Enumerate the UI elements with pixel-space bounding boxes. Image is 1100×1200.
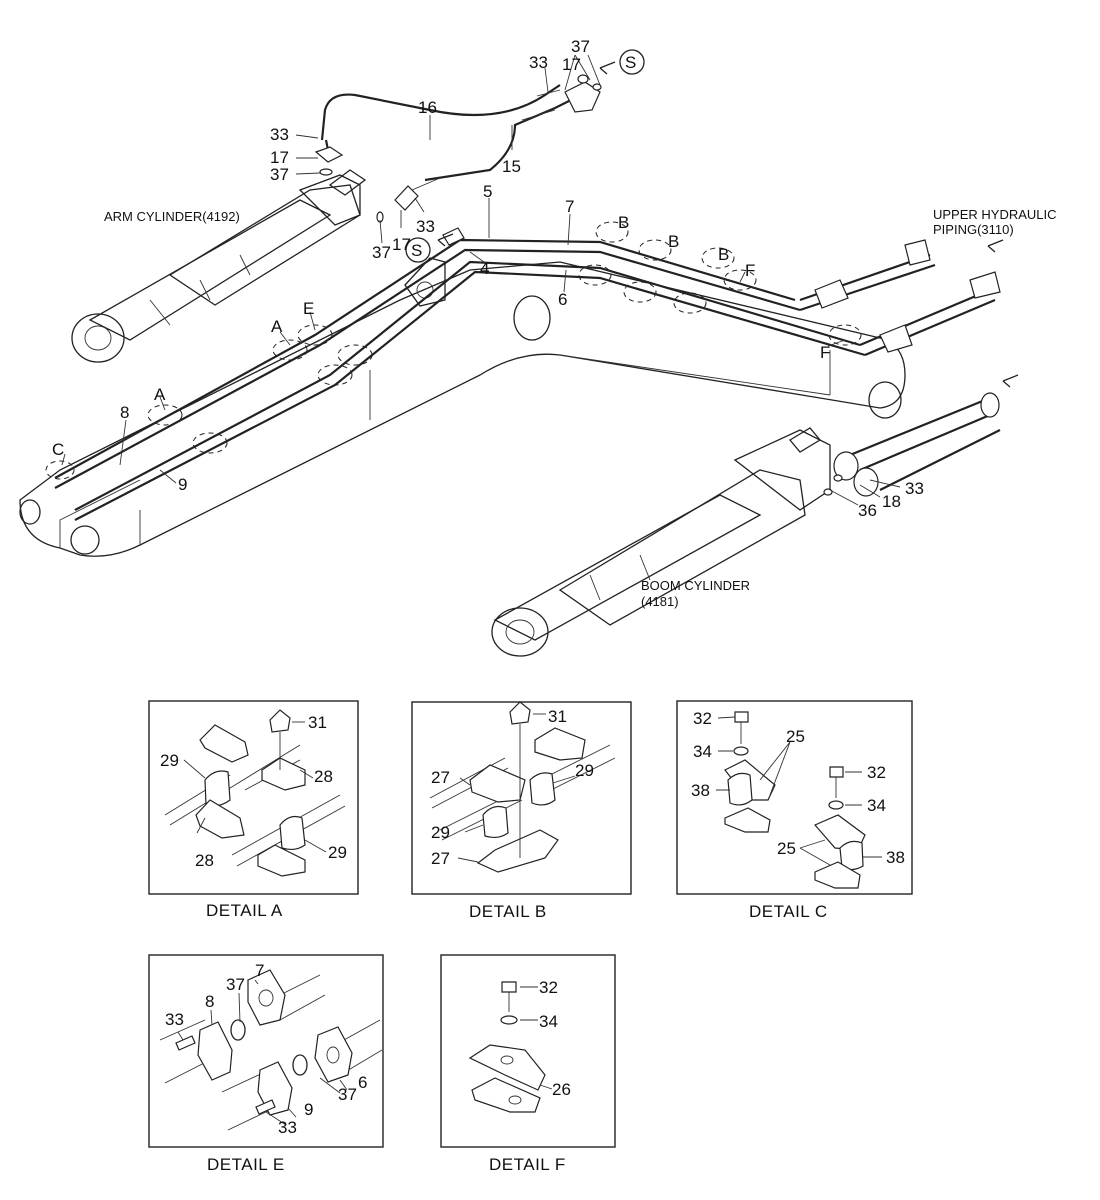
callout-9: 9 xyxy=(178,475,187,494)
svg-text:28: 28 xyxy=(195,851,214,870)
callout-37-top: 37 xyxy=(571,37,590,56)
callout-c: C xyxy=(52,440,64,459)
callout-b1: B xyxy=(618,213,629,232)
svg-text:S: S xyxy=(625,53,636,72)
leader-lines xyxy=(61,54,901,506)
detail-c: 32 34 25 38 32 34 25 38 DETAIL C xyxy=(676,700,913,921)
callout-e: E xyxy=(303,299,314,318)
main-assembly: S S xyxy=(19,37,1057,657)
callout-15: 15 xyxy=(502,157,521,176)
callout-a1: A xyxy=(154,385,166,404)
callout-f1: F xyxy=(745,261,755,280)
callout-36: 36 xyxy=(858,501,877,520)
callout-6: 6 xyxy=(558,290,567,309)
detail-b-caption: DETAIL B xyxy=(469,902,547,921)
note-upper-piping-1: UPPER HYDRAULIC xyxy=(933,207,1057,222)
svg-text:34: 34 xyxy=(539,1012,558,1031)
svg-text:34: 34 xyxy=(693,742,712,761)
svg-text:29: 29 xyxy=(575,761,594,780)
detail-f: 32 34 26 DETAIL F xyxy=(440,954,616,1174)
detail-c-caption: DETAIL C xyxy=(749,902,828,921)
svg-text:34: 34 xyxy=(867,796,886,815)
callout-b2: B xyxy=(668,232,679,251)
callout-17-top: 17 xyxy=(562,55,581,74)
callout-f2: F xyxy=(820,343,830,362)
svg-text:33: 33 xyxy=(165,1010,184,1029)
note-upper-piping-2: PIPING(3110) xyxy=(933,222,1014,237)
detail-a: 31 29 28 28 29 DETAIL A xyxy=(148,700,359,920)
svg-text:7: 7 xyxy=(255,961,264,980)
callout-37-left: 37 xyxy=(270,165,289,184)
clamp-markers xyxy=(45,221,862,480)
s-symbol-mid: S xyxy=(405,237,431,263)
svg-text:8: 8 xyxy=(205,992,214,1011)
detail-e: 8 37 7 33 9 37 6 33 DETAIL E xyxy=(148,954,384,1174)
callout-7: 7 xyxy=(565,197,574,216)
flow-arrows xyxy=(437,61,1019,388)
callout-18: 18 xyxy=(882,492,901,511)
callout-b3: B xyxy=(718,245,729,264)
callout-33-right: 33 xyxy=(905,479,924,498)
svg-text:38: 38 xyxy=(886,848,905,867)
boom-cylinder xyxy=(491,427,831,657)
callout-16: 16 xyxy=(418,98,437,117)
detail-e-caption: DETAIL E xyxy=(207,1155,285,1174)
callout-a2: A xyxy=(271,317,283,336)
callout-8: 8 xyxy=(120,403,129,422)
callout-33-top: 33 xyxy=(529,53,548,72)
detail-a-caption: DETAIL A xyxy=(206,901,283,920)
boom-cyl-fittings xyxy=(823,392,1001,497)
detail-f-caption: DETAIL F xyxy=(489,1155,566,1174)
callout-5: 5 xyxy=(483,182,492,201)
svg-text:32: 32 xyxy=(693,709,712,728)
svg-text:25: 25 xyxy=(786,727,805,746)
svg-text:37: 37 xyxy=(226,975,245,994)
svg-text:33: 33 xyxy=(278,1118,297,1137)
callout-33-left: 33 xyxy=(270,125,289,144)
note-boom-cylinder-2: (4181) xyxy=(641,594,679,609)
svg-text:29: 29 xyxy=(431,823,450,842)
svg-text:27: 27 xyxy=(431,849,450,868)
svg-text:31: 31 xyxy=(308,713,327,732)
detail-b: 31 27 29 29 27 DETAIL B xyxy=(411,701,632,921)
callout-17-left: 17 xyxy=(270,148,289,167)
svg-text:32: 32 xyxy=(867,763,886,782)
note-boom-cylinder-1: BOOM CYLINDER xyxy=(641,578,750,593)
boom-body xyxy=(19,257,906,557)
svg-text:38: 38 xyxy=(691,781,710,800)
svg-text:6: 6 xyxy=(358,1073,367,1092)
s-symbol-top: S xyxy=(619,49,645,75)
arm-cylinder xyxy=(71,169,367,363)
upper-piping-fittings xyxy=(799,239,1001,357)
svg-text:37: 37 xyxy=(338,1085,357,1104)
note-arm-cylinder: ARM CYLINDER(4192) xyxy=(104,209,240,224)
svg-text:25: 25 xyxy=(777,839,796,858)
callout-33-mid: 33 xyxy=(416,217,435,236)
svg-text:28: 28 xyxy=(314,767,333,786)
svg-text:29: 29 xyxy=(328,843,347,862)
svg-text:27: 27 xyxy=(431,768,450,787)
main-callouts: 37 17 33 16 33 17 37 15 5 7 33 37 17 4 6… xyxy=(52,37,924,520)
svg-text:26: 26 xyxy=(552,1080,571,1099)
callout-37-mid: 37 xyxy=(372,243,391,262)
svg-text:31: 31 xyxy=(548,707,567,726)
svg-text:29: 29 xyxy=(160,751,179,770)
svg-text:32: 32 xyxy=(539,978,558,997)
svg-text:9: 9 xyxy=(304,1100,313,1119)
svg-text:S: S xyxy=(411,241,422,260)
callout-4: 4 xyxy=(480,259,489,278)
arm-hoses xyxy=(314,74,602,246)
callout-17-mid: 17 xyxy=(392,235,411,254)
boom-pipes xyxy=(54,238,866,521)
